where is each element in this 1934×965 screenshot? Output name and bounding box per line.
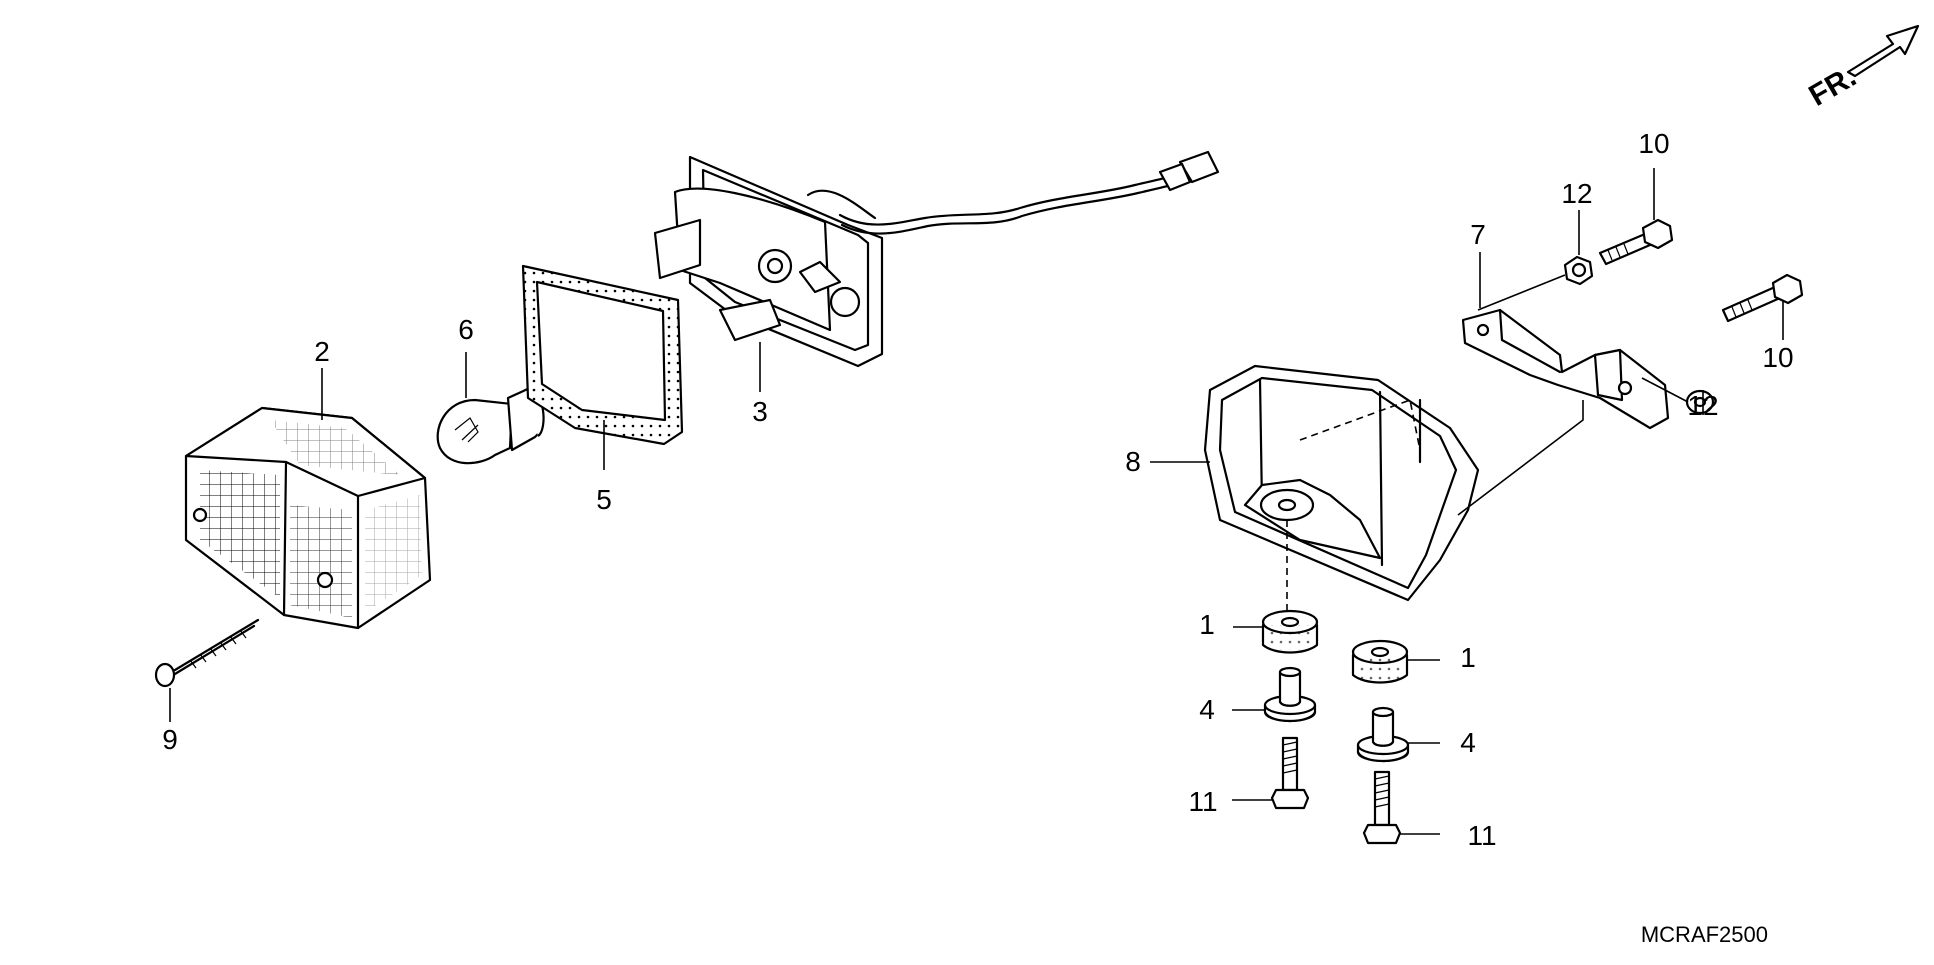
lens-part	[184, 406, 432, 630]
callout-4: 4	[1460, 727, 1476, 758]
bolt-part	[1721, 273, 1804, 340]
callout-11: 11	[1467, 820, 1497, 851]
direction-arrow-icon	[1846, 24, 1920, 78]
bracket-part	[1461, 252, 1670, 430]
screw-part	[154, 618, 260, 688]
callout-7: 7	[1470, 219, 1486, 250]
nut-part	[1563, 210, 1594, 286]
callout-1: 1	[1460, 642, 1476, 673]
gasket-part	[521, 264, 684, 470]
callout-12: 12	[1687, 390, 1719, 421]
callout-3: 3	[752, 396, 768, 427]
callout-12: 12	[1561, 178, 1593, 209]
callout-9: 9	[162, 724, 178, 755]
nut-part	[1685, 389, 1715, 415]
callout-4: 4	[1199, 694, 1215, 725]
bolt-part	[1598, 168, 1674, 266]
grommet-part	[1351, 639, 1440, 684]
callout-1: 1	[1199, 609, 1215, 640]
bolt-part	[1232, 736, 1310, 810]
callout-6: 6	[458, 314, 474, 345]
collar-part	[1232, 666, 1317, 723]
bulb-part	[436, 352, 545, 465]
callout-8: 8	[1125, 446, 1141, 477]
housing-part	[653, 150, 1220, 392]
leader-line	[1477, 274, 1566, 311]
callout-5: 5	[596, 484, 612, 515]
leader-line	[1641, 377, 1689, 403]
callout-11: 11	[1188, 786, 1218, 817]
taillight-case-part	[1150, 364, 1584, 640]
bolt-part	[1362, 770, 1440, 845]
grommet-part	[1233, 609, 1319, 654]
callout-10: 10	[1762, 342, 1794, 373]
collar-part	[1356, 706, 1440, 763]
callout-2: 2	[314, 336, 330, 367]
callout-10: 10	[1638, 128, 1670, 159]
diagram-code: MCRAF2500	[1640, 922, 1768, 947]
